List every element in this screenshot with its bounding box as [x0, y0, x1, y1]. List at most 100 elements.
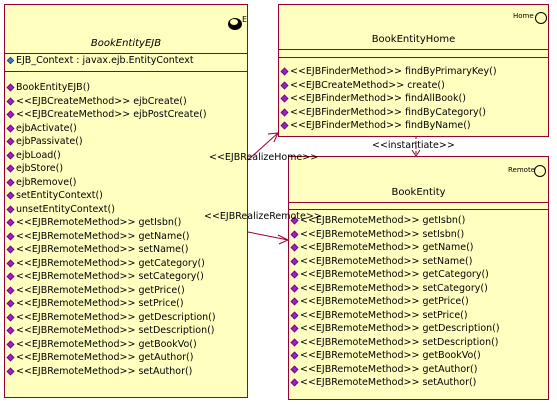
remote-method[interactable]: <<EJBRemoteMethod>> setPrice()	[289, 309, 548, 323]
method-signature: ejbRemove()	[16, 176, 77, 188]
ejb-method[interactable]: <<EJBRemoteMethod>> setAuthor()	[5, 365, 247, 379]
method-icon	[6, 245, 15, 254]
method-icon	[6, 272, 15, 281]
method-signature: <<EJBRemoteMethod>> setCategory()	[16, 271, 204, 282]
ejb-method-list: BookEntityEJB()<<EJBCreateMethod>> ejbCr…	[5, 81, 247, 378]
home-method[interactable]: <<EJBFinderMethod>> findAllBook()	[279, 92, 548, 106]
method-signature: ejbActivate()	[16, 122, 77, 134]
method-icon	[6, 367, 15, 376]
remote-method[interactable]: <<EJBRemoteMethod>> setCategory()	[289, 282, 548, 296]
method-signature: <<EJBRemoteMethod>> setName()	[300, 255, 473, 267]
method-signature: <<EJBRemoteMethod>> getBookVo()	[16, 338, 197, 350]
realize-home-line	[247, 132, 279, 161]
remote-method[interactable]: <<EJBRemoteMethod>> getDescription()	[289, 322, 548, 336]
ejb-method[interactable]: ejbStore()	[5, 162, 247, 176]
remote-stereotype-label: Remote	[508, 166, 536, 174]
method-signature: <<EJBRemoteMethod>> getDescription()	[300, 323, 500, 334]
ejb-method[interactable]: <<EJBCreateMethod>> ejbPostCreate()	[5, 108, 247, 122]
ejb-name-divider	[5, 53, 247, 54]
ejb-method[interactable]: ejbPassivate()	[5, 135, 247, 149]
ejb-class-box[interactable]: E BookEntityEJB EJB_Context : javax.ejb.…	[4, 4, 248, 398]
method-signature: <<EJBRemoteMethod>> getName()	[300, 242, 474, 253]
ejb-method[interactable]: <<EJBRemoteMethod>> setName()	[5, 243, 247, 257]
ejb-method[interactable]: <<EJBRemoteMethod>> getPrice()	[5, 284, 247, 298]
method-signature: <<EJBCreateMethod>> create()	[290, 79, 445, 91]
method-signature: <<EJBRemoteMethod>> getBookVo()	[300, 350, 481, 361]
interface-circle-icon	[535, 12, 547, 24]
remote-method[interactable]: <<EJBRemoteMethod>> setDescription()	[289, 336, 548, 350]
method-icon	[6, 151, 15, 160]
home-method[interactable]: <<EJBFinderMethod>> findByCategory()	[279, 106, 548, 120]
home-method-list: <<EJBFinderMethod>> findByPrimaryKey()<<…	[279, 65, 548, 133]
remote-method[interactable]: <<EJBRemoteMethod>> setIsbn()	[289, 228, 548, 242]
method-icon	[6, 259, 15, 268]
method-icon	[6, 191, 15, 200]
method-icon	[280, 67, 289, 76]
method-icon	[290, 270, 299, 279]
remote-method[interactable]: <<EJBRemoteMethod>> getCategory()	[289, 268, 548, 282]
method-icon	[6, 299, 15, 308]
home-attribute-divider	[279, 57, 548, 58]
ejb-method[interactable]: ejbRemove()	[5, 176, 247, 190]
method-icon	[290, 243, 299, 252]
ejb-attribute[interactable]: EJB_Context : javax.ejb.EntityContext	[5, 54, 247, 68]
method-icon	[6, 83, 15, 92]
method-signature: <<EJBRemoteMethod>> setDescription()	[16, 325, 215, 336]
ejb-method[interactable]: <<EJBRemoteMethod>> getCategory()	[5, 257, 247, 271]
method-icon	[6, 286, 15, 295]
method-icon	[6, 137, 15, 146]
method-icon	[290, 351, 299, 360]
method-signature: <<EJBRemoteMethod>> getDescription()	[16, 311, 216, 323]
home-method[interactable]: <<EJBFinderMethod>> findByPrimaryKey()	[279, 65, 548, 79]
ejb-method[interactable]: <<EJBRemoteMethod>> getBookVo()	[5, 338, 247, 352]
remote-method[interactable]: <<EJBRemoteMethod>> getBookVo()	[289, 349, 548, 363]
method-icon	[6, 232, 15, 241]
method-signature: <<EJBRemoteMethod>> getIsbn()	[16, 217, 182, 228]
remote-class-name: BookEntity	[391, 187, 446, 198]
ejb-method[interactable]: <<EJBRemoteMethod>> getIsbn()	[5, 216, 247, 230]
ejb-method[interactable]: <<EJBRemoteMethod>> setCategory()	[5, 270, 247, 284]
ejb-method[interactable]: setEntityContext()	[5, 189, 247, 203]
method-signature: <<EJBRemoteMethod>> getPrice()	[300, 296, 469, 307]
remote-method[interactable]: <<EJBRemoteMethod>> getPrice()	[289, 295, 548, 309]
method-icon	[290, 297, 299, 306]
home-method[interactable]: <<EJBFinderMethod>> findByName()	[279, 119, 548, 133]
method-icon	[290, 338, 299, 347]
ejb-method[interactable]: <<EJBRemoteMethod>> setPrice()	[5, 297, 247, 311]
method-icon	[280, 94, 289, 103]
ejb-method[interactable]: unsetEntityContext()	[5, 203, 247, 217]
ejb-stereotype-letter: E	[242, 15, 248, 24]
remote-method[interactable]: <<EJBRemoteMethod>> getIsbn()	[289, 214, 548, 228]
ejb-method[interactable]: <<EJBRemoteMethod>> getAuthor()	[5, 351, 247, 365]
remote-method[interactable]: <<EJBRemoteMethod>> getName()	[289, 241, 548, 255]
method-icon	[280, 121, 289, 130]
realize-remote-label: <<EJBRealizeRemote>>	[204, 211, 322, 222]
ejb-class-name: BookEntityEJB	[90, 38, 162, 49]
remote-name-divider	[289, 202, 548, 203]
remote-method[interactable]: <<EJBRemoteMethod>> setName()	[289, 255, 548, 269]
attribute-icon	[6, 57, 15, 65]
home-method[interactable]: <<EJBCreateMethod>> create()	[279, 79, 548, 93]
method-icon	[290, 378, 299, 387]
ejb-method[interactable]: ejbLoad()	[5, 149, 247, 163]
ejb-method[interactable]: BookEntityEJB()	[5, 81, 247, 95]
realize-home-label: <<EJBRealizeHome>>	[209, 152, 319, 163]
remote-method[interactable]: <<EJBRemoteMethod>> getAuthor()	[289, 363, 548, 377]
method-signature: <<EJBFinderMethod>> findByCategory()	[290, 106, 487, 118]
method-signature: <<EJBRemoteMethod>> setCategory()	[300, 282, 488, 294]
method-signature: <<EJBFinderMethod>> findAllBook()	[290, 93, 466, 104]
ejb-method[interactable]: ejbActivate()	[5, 122, 247, 136]
method-signature: <<EJBRemoteMethod>> setName()	[16, 244, 189, 255]
ejb-method[interactable]: <<EJBCreateMethod>> ejbCreate()	[5, 95, 247, 109]
method-signature: <<EJBRemoteMethod>> getCategory()	[16, 257, 205, 269]
home-name-divider	[279, 49, 548, 50]
home-class-box[interactable]: Home BookEntityHome <<EJBFinderMethod>> …	[278, 4, 549, 137]
method-icon	[280, 108, 289, 117]
ejb-method[interactable]: <<EJBRemoteMethod>> getDescription()	[5, 311, 247, 325]
remote-class-box[interactable]: Remote BookEntity <<EJBRemoteMethod>> ge…	[288, 156, 549, 400]
remote-method[interactable]: <<EJBRemoteMethod>> setAuthor()	[289, 376, 548, 390]
remote-attribute-divider	[289, 209, 548, 210]
ejb-method[interactable]: <<EJBRemoteMethod>> getName()	[5, 230, 247, 244]
ejb-method[interactable]: <<EJBRemoteMethod>> setDescription()	[5, 324, 247, 338]
method-signature: <<EJBRemoteMethod>> setDescription()	[300, 336, 499, 348]
